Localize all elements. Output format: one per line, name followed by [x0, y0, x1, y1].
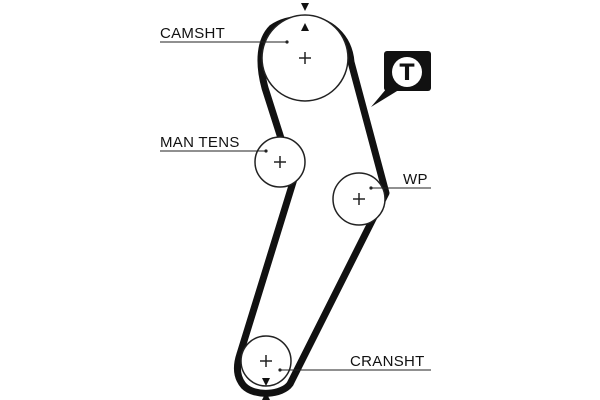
- tensioner-badge-pointer: [371, 88, 402, 107]
- tensioner-center-cross: [274, 156, 286, 168]
- manual-tensioner-callout: MAN TENS: [160, 134, 268, 153]
- crankshaft-center-cross: [260, 355, 272, 367]
- timing-belt: [233, 15, 390, 397]
- crankshaft-callout: CRANSHT: [278, 353, 431, 372]
- manual-tensioner-label: MAN TENS: [160, 134, 240, 151]
- water-pump-label: WP: [403, 171, 428, 188]
- tensioner-badge-circle: [392, 57, 422, 87]
- water-pump-center-cross: [353, 193, 365, 205]
- crankshaft-timing-marks: [262, 378, 270, 400]
- crankshaft-label: CRANSHT: [350, 353, 425, 370]
- camshaft-pulley: [261, 14, 349, 102]
- water-pump-callout: WP: [369, 171, 431, 190]
- camshaft-center-cross: [299, 52, 311, 64]
- camshaft-label: CAMSHT: [160, 25, 225, 42]
- camshaft-top-mark-icon: [301, 3, 309, 11]
- camshaft-timing-marks: [301, 3, 309, 31]
- camshaft-pulley-mark-icon: [301, 23, 309, 31]
- manual-tensioner-pulley: [254, 136, 306, 188]
- tensioner-badge: T: [371, 51, 431, 107]
- camshaft-callout: CAMSHT: [160, 25, 289, 44]
- crankshaft-bottom-mark-icon: [262, 392, 270, 400]
- water-pump-pulley: [332, 172, 386, 226]
- tensioner-badge-letter: T: [399, 61, 414, 86]
- crankshaft-pulley-mark-icon: [262, 378, 270, 386]
